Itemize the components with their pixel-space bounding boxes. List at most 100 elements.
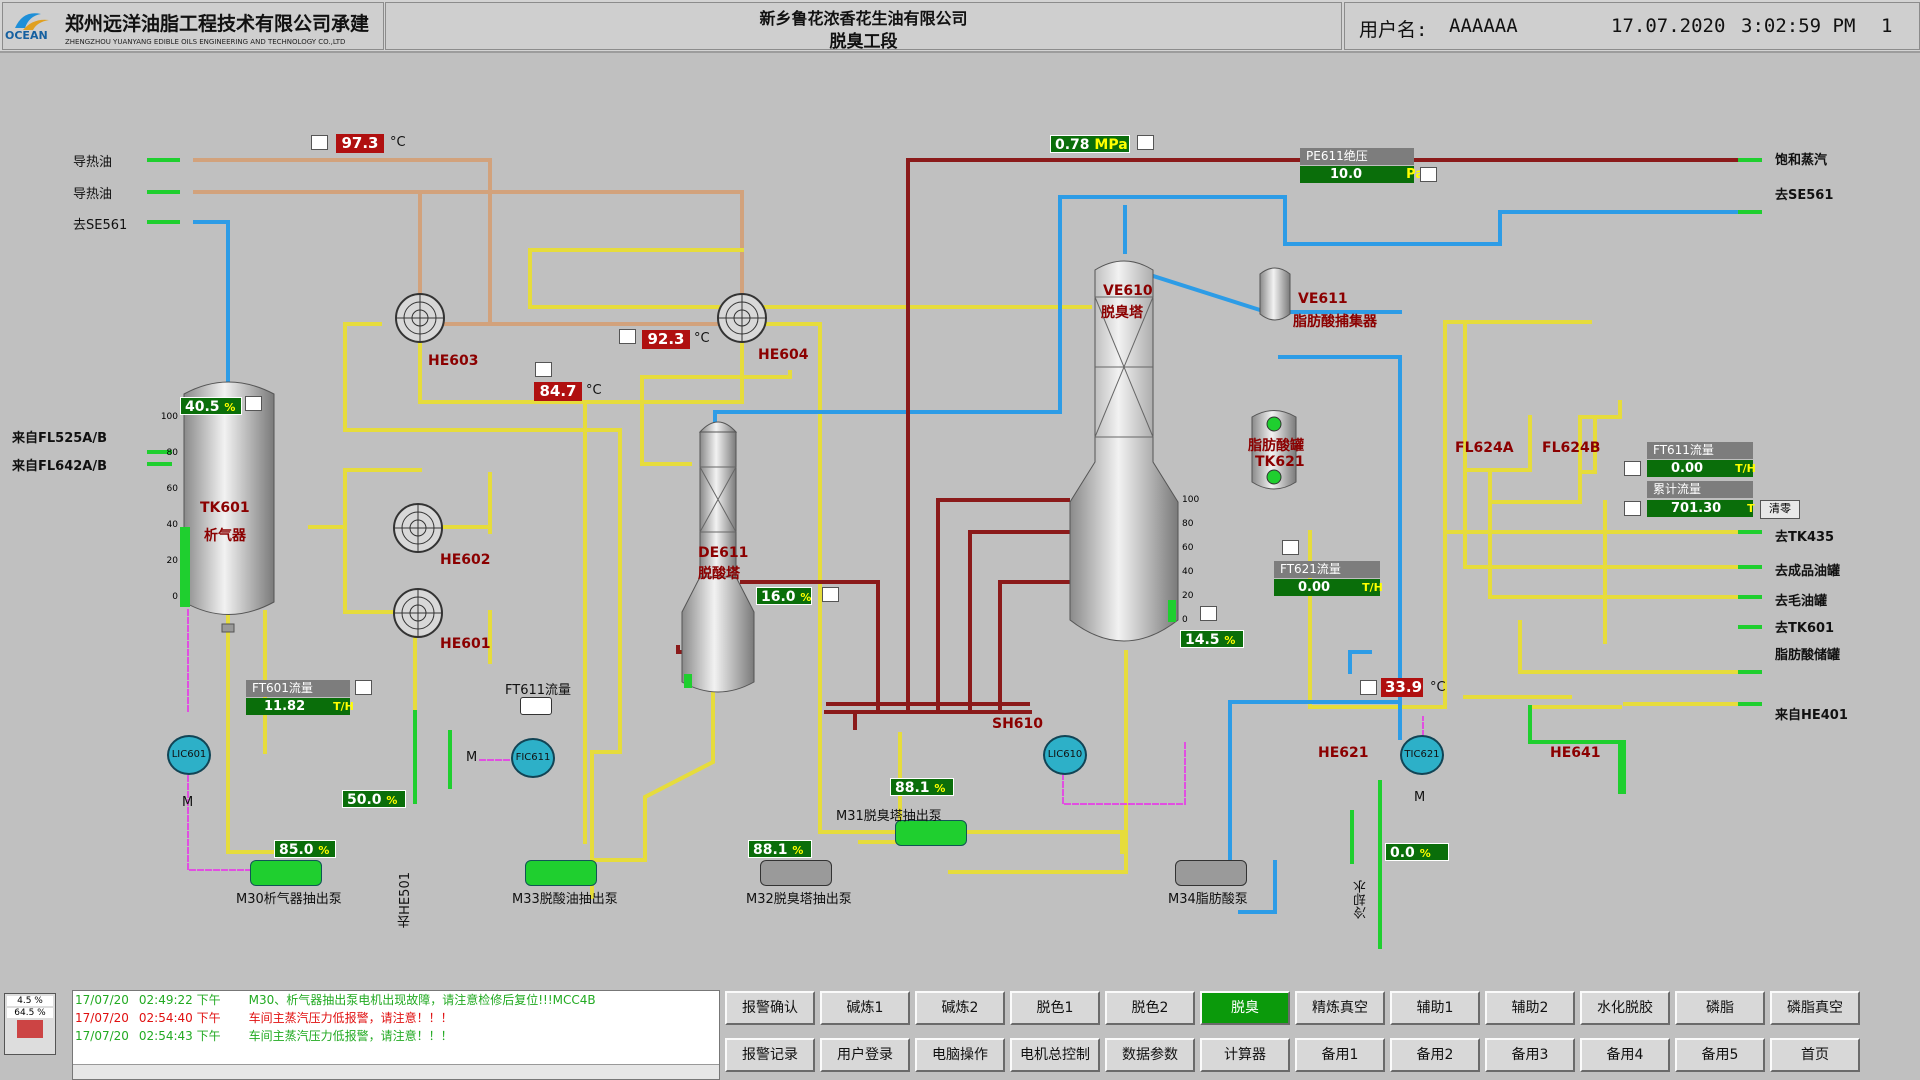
trend-icon[interactable]	[1624, 501, 1641, 516]
m32-pump-icon[interactable]	[760, 860, 832, 886]
ve610-column	[1069, 260, 1179, 642]
nav-button[interactable]: 辅助2	[1485, 991, 1575, 1025]
nav-button[interactable]: 用户登录	[820, 1038, 910, 1072]
tk601-level-scale: 100 80 60 40 20 0	[160, 412, 178, 602]
company-name-en: ZHENGZHOU YUANYANG EDIBLE OILS ENGINEERI…	[65, 38, 346, 46]
company-name: 郑州远洋油脂工程技术有限公司承建	[65, 13, 370, 35]
fatty-acid-storage-label: 脂肪酸储罐	[1775, 648, 1841, 663]
m30-pump-icon[interactable]	[250, 860, 322, 886]
temp-he603-unit: °C	[586, 383, 602, 398]
trend-icon[interactable]	[311, 135, 328, 150]
oil-pipes	[226, 248, 1742, 899]
user-name: AAAAAA	[1449, 15, 1518, 37]
nav-button[interactable]: 碱炼2	[915, 991, 1005, 1025]
m30-label: M30析气器抽出泵	[236, 892, 342, 907]
he603-icon[interactable]	[392, 290, 448, 350]
nav-button[interactable]: 备用2	[1390, 1038, 1480, 1072]
m34-label: M34脂肪酸泵	[1168, 892, 1248, 907]
he604-icon[interactable]	[714, 290, 770, 350]
ocean-logo-icon	[15, 13, 49, 30]
nav-button[interactable]: 水化脱胶	[1580, 991, 1670, 1025]
m33-pump-icon[interactable]	[525, 860, 597, 886]
he621-label: HE621	[1318, 745, 1369, 761]
from-he401-label: 来自HE401	[1775, 708, 1848, 723]
tk621-tag: TK621	[1255, 454, 1305, 470]
alarm-time: 02:49:22 下午	[138, 993, 221, 1007]
nav-button[interactable]: 辅助1	[1390, 991, 1480, 1025]
trend-icon[interactable]	[619, 329, 636, 344]
nav-button[interactable]: 碱炼1	[820, 991, 910, 1025]
he601-icon[interactable]	[390, 585, 446, 645]
nav-button[interactable]: 备用3	[1485, 1038, 1575, 1072]
tic621-instrument[interactable]: TIC621	[1400, 735, 1444, 775]
de611-tag: DE611	[698, 545, 749, 561]
trend-icon[interactable]	[1624, 461, 1641, 476]
status-box: 用户名: AAAAAA 17.07.2020 3:02:59 PM 1	[1344, 2, 1920, 50]
fl624a-label: FL624A	[1455, 440, 1514, 456]
nav-button[interactable]: 备用1	[1295, 1038, 1385, 1072]
lic601-instrument[interactable]: LIC601	[167, 735, 211, 775]
tic621-valve-value: 0.0 %	[1385, 843, 1449, 861]
flowmeter-icon	[520, 697, 552, 715]
trend-icon[interactable]	[1360, 680, 1377, 695]
trend-icon[interactable]	[1137, 135, 1154, 150]
clear-total-button[interactable]: 清零	[1760, 500, 1800, 519]
nav-button[interactable]: 计算器	[1200, 1038, 1290, 1072]
trend-icon[interactable]	[535, 362, 552, 377]
alarm-date: 17/07/20	[75, 1029, 129, 1043]
m30-speed-value: 85.0 %	[274, 840, 336, 858]
nav-button[interactable]: 报警记录	[725, 1038, 815, 1072]
fic611-instrument[interactable]: FIC611	[511, 738, 555, 778]
alarm-date: 17/07/20	[75, 1011, 129, 1025]
alarm-scrollbar[interactable]	[73, 1064, 719, 1079]
nav-button[interactable]: 磷脂真空	[1770, 991, 1860, 1025]
m31-pump-icon[interactable]	[895, 820, 967, 846]
to-product-tank-label: 去成品油罐	[1775, 564, 1841, 579]
nav-button[interactable]: 脱色1	[1010, 991, 1100, 1025]
temp-he603-value: 84.7	[534, 382, 582, 401]
nav-button[interactable]: 数据参数	[1105, 1038, 1195, 1072]
de611-name: 脱酸塔	[698, 566, 740, 582]
lic610-instrument[interactable]: LIC610	[1043, 735, 1087, 775]
nav-button[interactable]: 脱色2	[1105, 991, 1195, 1025]
nav-button[interactable]: 脱臭	[1200, 991, 1290, 1025]
ve611-name: 脂肪酸捕集器	[1293, 314, 1377, 330]
trend-icon[interactable]	[822, 587, 839, 602]
nav-button[interactable]: 报警确认	[725, 991, 815, 1025]
trend-icon[interactable]	[245, 396, 262, 411]
tk601-tag: TK601	[200, 500, 250, 516]
nav-button[interactable]: 备用5	[1675, 1038, 1765, 1072]
trend-icon[interactable]	[1420, 167, 1437, 182]
heat-oil-pipes	[193, 158, 744, 326]
ft611-label: FT611流量	[1647, 442, 1753, 459]
temp-he604-unit: °C	[694, 331, 710, 346]
nav-button[interactable]: 首页	[1770, 1038, 1860, 1072]
nav-button[interactable]: 备用4	[1580, 1038, 1670, 1072]
trend-icon[interactable]	[1282, 540, 1299, 555]
de611-level-value: 16.0 %	[756, 587, 812, 605]
he602-icon[interactable]	[390, 500, 446, 560]
nav-button[interactable]: 精炼真空	[1295, 991, 1385, 1025]
mini-faceplate[interactable]: 4.5 % 64.5 %	[4, 993, 56, 1055]
m32-speed-value: 88.1 %	[748, 840, 812, 858]
signal-lines	[187, 609, 1424, 871]
temp-he604-value: 92.3	[642, 330, 690, 349]
to-tk601-label: 去TK601	[1775, 621, 1835, 636]
nav-button[interactable]: 电机总控制	[1010, 1038, 1100, 1072]
m34-pump-icon[interactable]	[1175, 860, 1247, 886]
nav-button[interactable]: 电脑操作	[915, 1038, 1005, 1072]
mini-value-1: 4.5 %	[7, 996, 53, 1006]
alarm-date: 17/07/20	[75, 993, 129, 1007]
trend-icon[interactable]	[1200, 606, 1217, 621]
m33-label: M33脱酸油抽出泵	[512, 892, 618, 907]
trend-icon[interactable]	[355, 680, 372, 695]
to-crude-tank-label: 去毛油罐	[1775, 594, 1828, 609]
motor-label-m30: M	[182, 795, 194, 810]
ve610-tag: VE610	[1103, 283, 1153, 299]
nav-button[interactable]: 磷脂	[1675, 991, 1765, 1025]
